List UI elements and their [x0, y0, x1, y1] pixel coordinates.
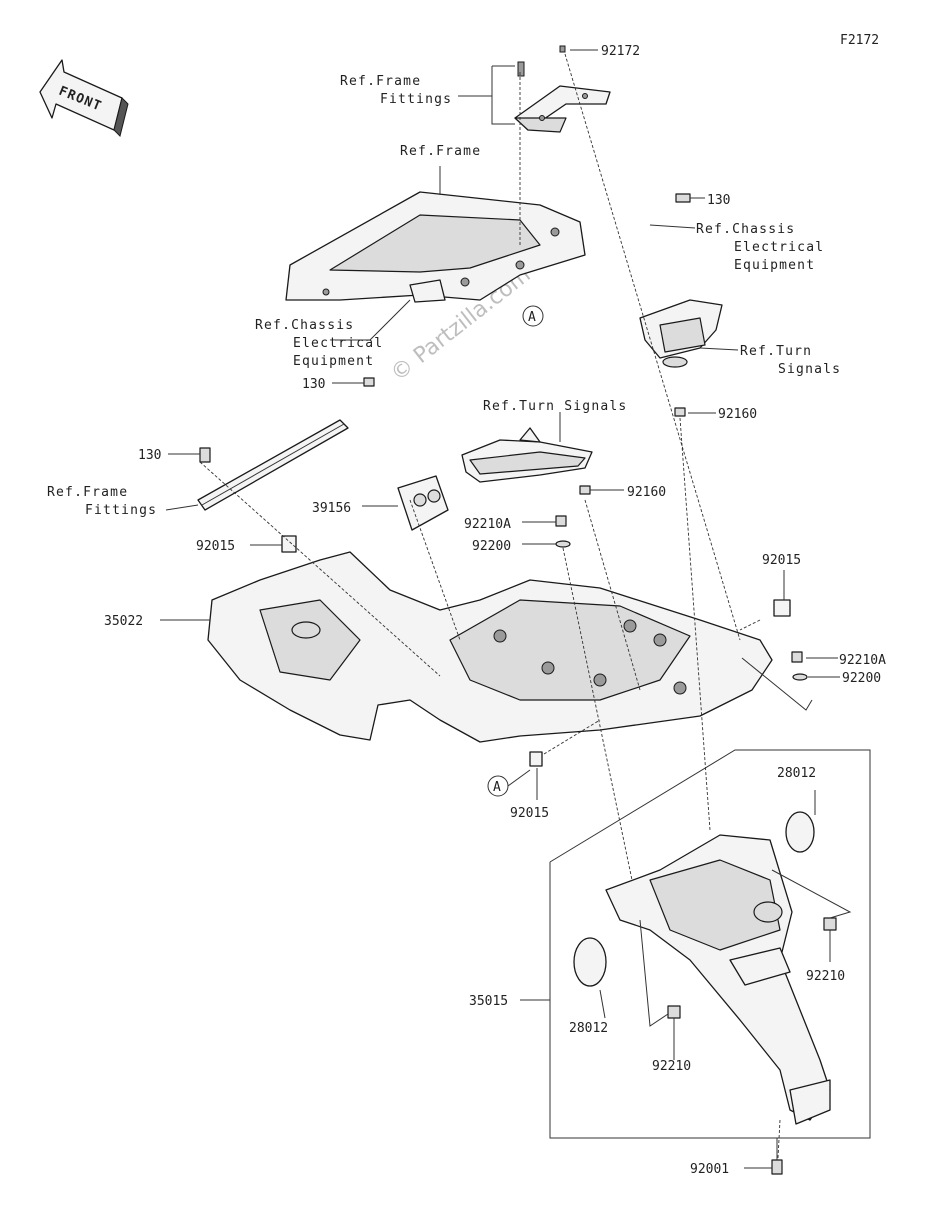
part-92015-right: 92015 — [762, 553, 801, 568]
label-ref-turn-right-1: Ref.Turn — [740, 344, 812, 359]
front-arrow-icon: FRONT — [39, 59, 129, 137]
leader-lines — [160, 49, 852, 1169]
nut-92160-b — [579, 485, 591, 495]
fasteners — [199, 193, 837, 1175]
bolt-130-mid — [363, 377, 375, 387]
collar-92015-bottom — [529, 751, 543, 767]
nut-92210-right — [823, 917, 837, 931]
label-ref-chassis-right-3: Equipment — [734, 258, 815, 273]
label-ref-chassis-right-1: Ref.Chassis — [696, 222, 795, 237]
part-92160-a: 92160 — [718, 407, 757, 422]
svg-text:A: A — [528, 310, 536, 325]
label-ref-turn-center: Ref.Turn Signals — [483, 399, 627, 414]
rear-fender-35015 — [573, 811, 831, 1125]
part-28012-bottom: 28012 — [569, 1021, 608, 1036]
label-ref-turn-right-2: Signals — [778, 362, 841, 377]
part-92160-b: 92160 — [627, 485, 666, 500]
part-92210-bottom: 92210 — [652, 1059, 691, 1074]
part-39156: 39156 — [312, 501, 351, 516]
part-92015-left: 92015 — [196, 539, 235, 554]
label-ref-chassis-right-2: Electrical — [734, 240, 824, 255]
part-28012-top: 28012 — [777, 766, 816, 781]
washer-92200-a — [555, 540, 571, 548]
top-bracket — [514, 45, 611, 133]
part-35015: 35015 — [469, 994, 508, 1009]
label-ref-frame-fittings-top-2: Fittings — [380, 92, 452, 107]
fender-group-box — [549, 749, 871, 1139]
label-ref-frame-fittings-top-1: Ref.Frame — [340, 74, 421, 89]
label-ref-chassis-left-3: Equipment — [293, 354, 374, 369]
turn-signal-right — [639, 299, 723, 368]
turn-signal-center — [461, 427, 593, 483]
label-ref-chassis-left-2: Electrical — [293, 336, 383, 351]
collar-92015-right — [773, 599, 791, 617]
nut-92210A-a — [555, 515, 567, 527]
bolt-130-top — [675, 193, 691, 203]
callout-a-top: A — [522, 305, 544, 327]
plate-39156 — [397, 475, 449, 531]
assembly-lines — [199, 53, 781, 1159]
nut-92210A-b — [791, 651, 803, 663]
part-130-top: 130 — [707, 193, 730, 208]
part-92172: 92172 — [601, 44, 640, 59]
svg-text:A: A — [493, 780, 501, 795]
label-ref-frame: Ref.Frame — [400, 144, 481, 159]
part-92210A-a: 92210A — [464, 517, 511, 532]
part-92200-a: 92200 — [472, 539, 511, 554]
callout-a-bottom: A — [487, 775, 509, 797]
label-ref-chassis-left-1: Ref.Chassis — [255, 318, 354, 333]
frame-bar — [197, 419, 349, 511]
collar-92015-left — [281, 535, 297, 553]
washer-92200-b — [792, 673, 808, 681]
part-130-mid: 130 — [302, 377, 325, 392]
frame-assembly — [285, 191, 586, 303]
label-ref-frame-fittings-left-2: Fittings — [85, 503, 157, 518]
part-35022: 35022 — [104, 614, 143, 629]
undertray-35022 — [207, 551, 773, 743]
part-92210-right: 92210 — [806, 969, 845, 984]
bolt-92001 — [771, 1159, 783, 1175]
part-92210A-b: 92210A — [839, 653, 886, 668]
part-92001: 92001 — [690, 1162, 729, 1177]
figure-code: F2172 — [840, 33, 879, 48]
part-92200-b: 92200 — [842, 671, 881, 686]
part-92015-bottom: 92015 — [510, 806, 549, 821]
part-130-left: 130 — [138, 448, 161, 463]
label-ref-frame-fittings-left-1: Ref.Frame — [47, 485, 128, 500]
nut-92160-a — [674, 407, 686, 417]
nut-92210-bottom — [667, 1005, 681, 1019]
bolt-130-left — [199, 447, 211, 463]
